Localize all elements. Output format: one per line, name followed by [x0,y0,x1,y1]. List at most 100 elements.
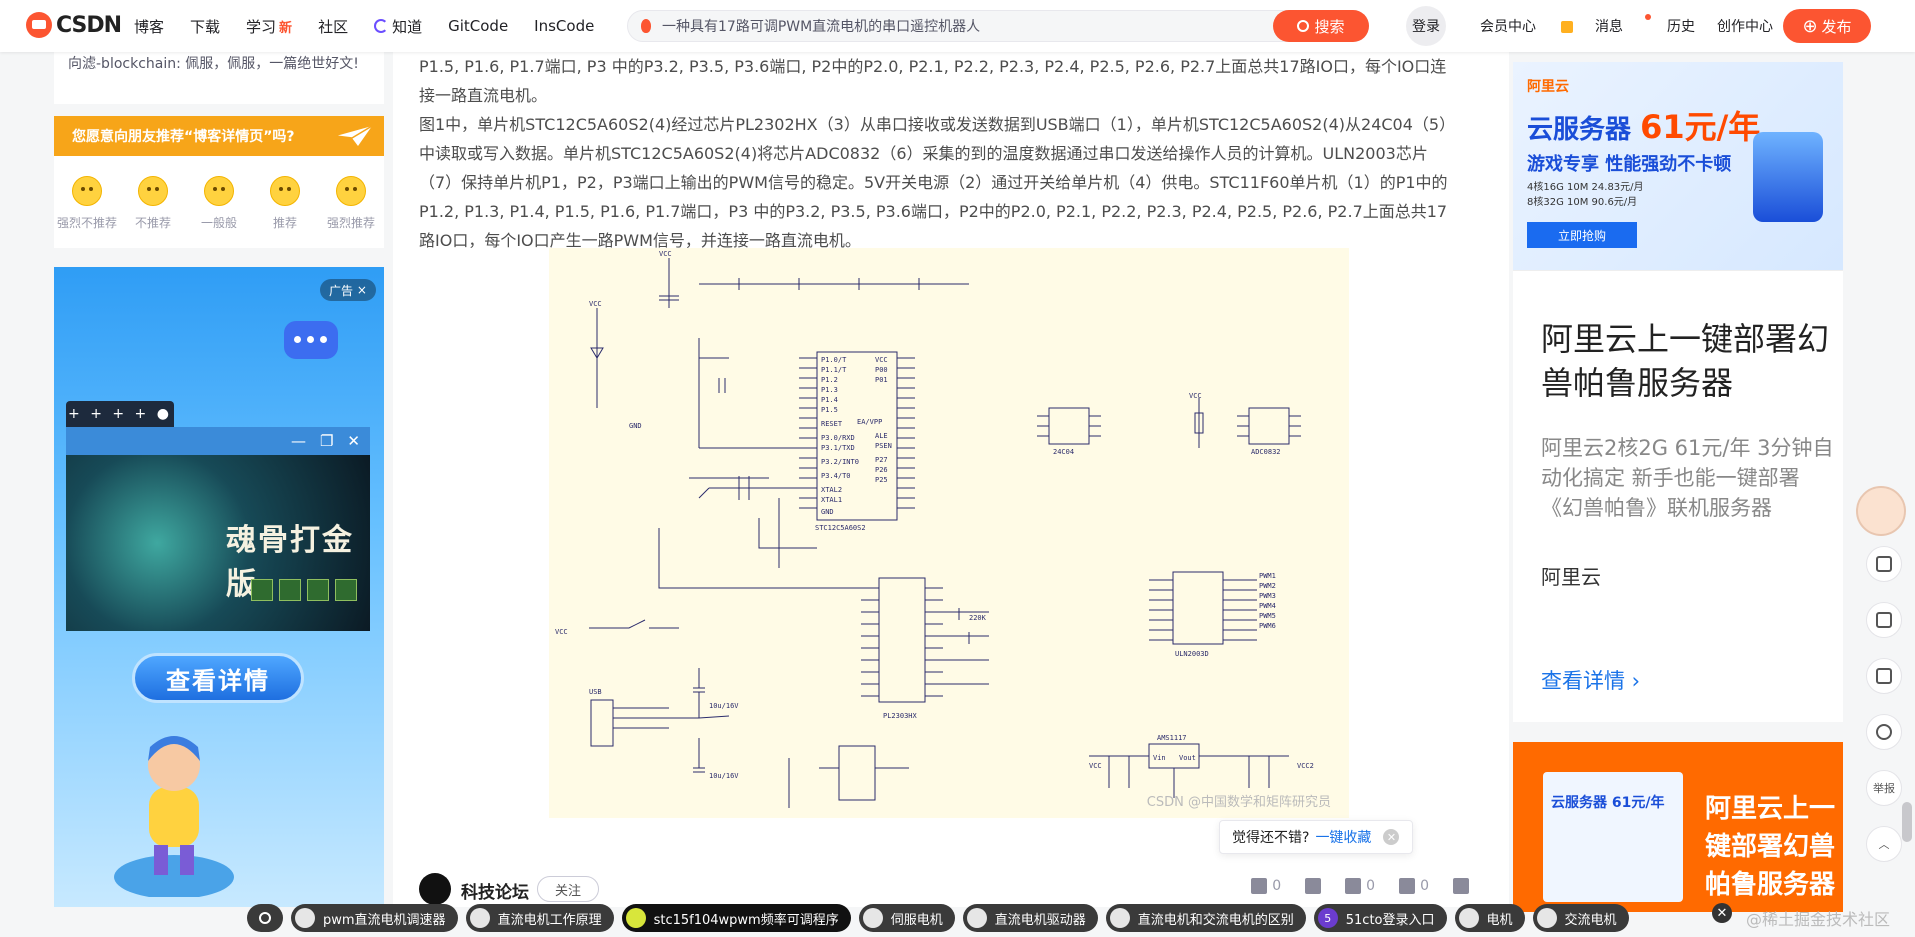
follow-button[interactable]: 关注 [537,876,599,902]
svg-text:PSEN: PSEN [875,442,892,450]
chat-bubble-icon [284,321,338,359]
nav-zhidao[interactable]: 知道 [374,16,422,37]
paper-plane-icon [335,125,373,146]
collect-button[interactable]: 0 [1345,878,1375,894]
related-tag[interactable]: 直流电机和交流电机的区别 [1105,904,1306,932]
related-tag[interactable]: pwm直流电机调速器 [291,904,458,932]
nav-learn[interactable]: 学习新 [246,17,293,36]
svg-text:P25: P25 [875,476,888,484]
publish-button[interactable]: ⊕发布 [1783,9,1871,43]
svg-text:PWM3: PWM3 [1259,592,1276,600]
edit-button[interactable] [1866,658,1902,694]
rating-strongly-recommend[interactable]: 强烈推荐 [320,176,382,248]
thumbs-up-icon [1251,878,1268,894]
tag-icon [1109,908,1130,928]
close-icon[interactable]: ✕ [1712,903,1732,923]
search-button[interactable]: 搜索 [1273,10,1369,42]
messages-link[interactable]: 消息 [1595,14,1651,36]
angry-face-icon [72,176,102,206]
svg-text:VCC: VCC [1189,392,1202,400]
comment-button[interactable]: 0 [1399,878,1429,894]
support-button[interactable] [1866,714,1902,750]
avatar[interactable] [419,873,451,905]
sad-face-icon [138,176,168,206]
related-tag[interactable]: stc15f104wpwm频率可调程序 [621,904,851,932]
svg-text:VCC: VCC [555,628,568,636]
unread-dot [1645,14,1651,20]
nav-community[interactable]: 社区 [318,17,349,36]
back-to-top-button[interactable]: ︿ [1866,826,1902,862]
restore-icon: ❐ [319,432,334,450]
ad-subheadline: 游戏专享 性能强劲不卡顿 [1527,154,1732,175]
svg-text:AMS1117: AMS1117 [1157,734,1187,742]
share-button[interactable] [1453,878,1469,894]
close-icon[interactable]: ✕ [1383,829,1400,845]
related-tag[interactable]: 伺服电机 [858,904,955,932]
related-tag[interactable]: 电机 [1454,904,1525,932]
ad-view-details-button[interactable]: 查看详情 [132,653,304,703]
dislike-button[interactable] [1305,878,1322,894]
rating-strongly-not-recommend[interactable]: 强烈不推荐 [56,176,118,248]
svg-text:VCC: VCC [589,300,602,308]
left-game-ad[interactable]: 广告 × + + + + ● — ❐ ✕ 魂骨打金版 查看详情 [54,267,384,907]
creator-center-link[interactable]: 创作中心 [1717,19,1773,35]
nav-blog[interactable]: 博客 [134,17,165,36]
rating-not-recommend[interactable]: 不推荐 [122,176,184,248]
vip-center-link[interactable]: 会员中心 [1480,16,1573,36]
svg-text:PL2303HX: PL2303HX [883,712,918,720]
svg-text:ULN2003D: ULN2003D [1175,650,1209,658]
article-paragraph: P1.5, P1.6, P1.7端口, P3 中的P3.2, P3.5, P3.… [419,57,1447,105]
tag-icon: 5 [1317,908,1338,928]
csdn-logo-icon [26,12,52,38]
nav-gitcode[interactable]: GitCode [448,17,509,35]
checklist-button[interactable] [1866,602,1902,638]
history-link[interactable]: 历史 [1667,19,1695,35]
nav-download[interactable]: 下载 [190,17,221,36]
like-button[interactable]: 0 [1251,878,1281,894]
side-toolbar: 举报 ︿ [1862,546,1906,882]
trend-button[interactable] [1866,546,1902,582]
top-links: 会员中心 消息 历史 创作中心 [1480,0,1795,52]
buy-now-button[interactable]: 立即抢购 [1527,222,1637,248]
svg-text:Vin: Vin [1153,754,1166,762]
aliyun-bottom-ad[interactable]: 云服务器 61元/年 阿里云上一键部署幻兽帕鲁服务器 [1513,742,1843,912]
related-tag[interactable]: 直流电机工作原理 [465,904,614,932]
star-icon [1345,878,1362,894]
svg-text:VCC: VCC [875,356,888,364]
author-name[interactable]: 科技论坛 [461,883,529,903]
ad-card-details-link[interactable]: 查看详情 › [1541,669,1641,693]
related-tag[interactable]: 直流电机驱动器 [962,904,1098,932]
game-title: 魂骨打金版 [226,523,354,602]
search-input[interactable] [662,11,1262,41]
report-button[interactable]: 举报 [1866,770,1902,806]
ad-card-source: 阿里云 [1541,565,1601,589]
cartoon-character-icon [114,736,234,897]
page-scrollbar[interactable] [1902,802,1912,842]
related-tag[interactable]: 交流电机 [1532,904,1629,932]
svg-text:RESET: RESET [821,420,843,428]
svg-text:PWM6: PWM6 [1259,622,1276,630]
comment-icon [1399,878,1416,894]
server-illustration [1753,132,1823,222]
one-click-favorite-link[interactable]: 一键收藏 [1315,830,1372,846]
rating-recommend[interactable]: 推荐 [254,176,316,248]
svg-text:PWM2: PWM2 [1259,582,1276,590]
login-button[interactable]: 登录 [1406,6,1446,46]
nav-inscode[interactable]: InsCode [534,17,595,35]
rating-neutral[interactable]: 一般般 [188,176,250,248]
csdn-logo[interactable]: CSDN [26,12,122,38]
article-paragraph: 图1中，单片机STC12C5A60S2(4)经过芯片PL2302HX（3）从串口… [419,115,1456,250]
aliyun-banner-ad[interactable]: 阿里云 云服务器 61元/年 游戏专享 性能强劲不卡顿 4核16G 10M 24… [1513,62,1843,270]
svg-text:USB: USB [589,688,602,696]
window-controls: — ❐ ✕ [66,427,370,455]
search-box: 搜索 [627,10,1369,42]
ad-close-tag[interactable]: 广告 × [320,279,376,301]
mascot-avatar[interactable] [1856,486,1906,536]
svg-text:ALE: ALE [875,432,888,440]
laugh-face-icon [336,176,366,206]
tag-search-button[interactable] [247,904,283,932]
aliyun-text-ad[interactable]: 阿里云上一键部署幻兽帕鲁服务器 阿里云2核2G 61元/年 3分钟自动化搞定 新… [1513,270,1843,722]
